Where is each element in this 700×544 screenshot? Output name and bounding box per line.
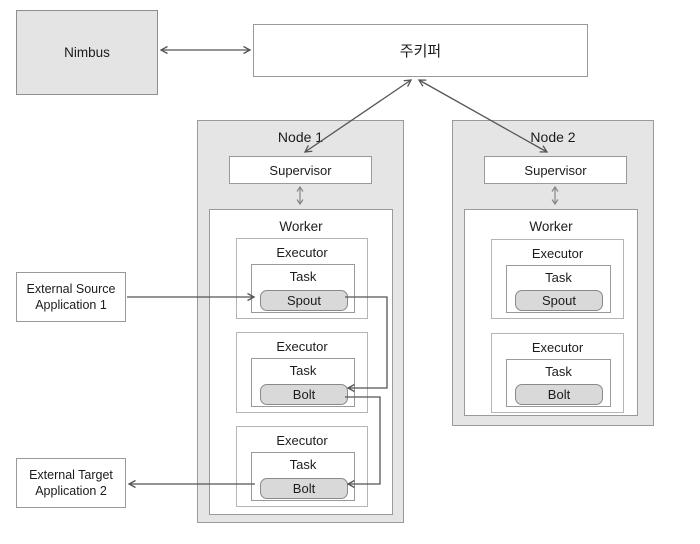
node2-task2-box: Task Bolt (506, 359, 611, 407)
node1-task3-label: Task (289, 457, 317, 472)
node1-task3-box: Task Bolt (251, 452, 355, 501)
node2-executor2-box: Executor Task Bolt (491, 333, 624, 413)
node1-bolt1-box: Bolt (260, 384, 348, 405)
zookeeper-box: 주키퍼 (253, 24, 588, 77)
node2-supervisor-box: Supervisor (484, 156, 627, 184)
node1-task1-box: Task Spout (251, 264, 355, 313)
node1-executor3-label: Executor (276, 433, 328, 448)
node1-executor1-label: Executor (276, 245, 328, 260)
node2-executor2-label: Executor (531, 340, 584, 355)
node1-worker-box: Worker Executor Task Spout Executor Task… (209, 209, 393, 515)
node1-box: Node 1 Supervisor Worker Executor Task S… (197, 120, 404, 523)
nimbus-box: Nimbus (16, 10, 158, 95)
node1-supervisor-box: Supervisor (229, 156, 372, 184)
external-target-line1: External Target (29, 467, 113, 482)
node1-task2-label: Task (289, 363, 317, 378)
node1-worker-label: Worker (279, 219, 323, 234)
node2-box: Node 2 Supervisor Worker Executor Task S… (452, 120, 654, 426)
node2-worker-label: Worker (529, 219, 573, 234)
external-source-line2: Application 1 (35, 298, 107, 312)
node1-executor2-label: Executor (276, 339, 328, 354)
node2-spout-box: Spout (515, 290, 603, 311)
node2-supervisor-label: Supervisor (524, 162, 587, 178)
node1-supervisor-label: Supervisor (269, 162, 332, 178)
node2-task2-label: Task (545, 364, 572, 379)
node2-task1-label: Task (545, 270, 572, 285)
external-target-app-box: External Target Application 2 (16, 458, 126, 508)
node1-task2-box: Task Bolt (251, 358, 355, 407)
node1-executor2-box: Executor Task Bolt (236, 332, 368, 413)
external-source-line1: External Source (26, 281, 116, 296)
node2-spout-label: Spout (542, 293, 576, 308)
nimbus-label: Nimbus (64, 45, 110, 60)
node2-bolt-label: Bolt (547, 387, 571, 402)
external-source-app-box: External Source Application 1 (16, 272, 126, 322)
node2-worker-box: Worker Executor Task Spout Executor Task… (464, 209, 638, 416)
node2-task1-box: Task Spout (506, 265, 611, 313)
node1-bolt1-label: Bolt (292, 387, 316, 402)
node1-spout-label: Spout (287, 293, 321, 308)
node2-executor1-box: Executor Task Spout (491, 239, 624, 319)
node1-executor1-box: Executor Task Spout (236, 238, 368, 319)
node2-label: Node 2 (530, 129, 576, 145)
node1-label: Node 1 (277, 129, 324, 145)
node1-bolt2-box: Bolt (260, 478, 348, 499)
node2-executor1-label: Executor (531, 246, 584, 261)
node1-bolt2-label: Bolt (292, 481, 316, 496)
node1-task1-label: Task (289, 269, 317, 284)
zookeeper-label: 주키퍼 (399, 43, 442, 60)
node1-spout-box: Spout (260, 290, 348, 311)
node1-executor3-box: Executor Task Bolt (236, 426, 368, 507)
node2-bolt-box: Bolt (515, 384, 603, 405)
external-target-line2: Application 2 (35, 484, 107, 498)
